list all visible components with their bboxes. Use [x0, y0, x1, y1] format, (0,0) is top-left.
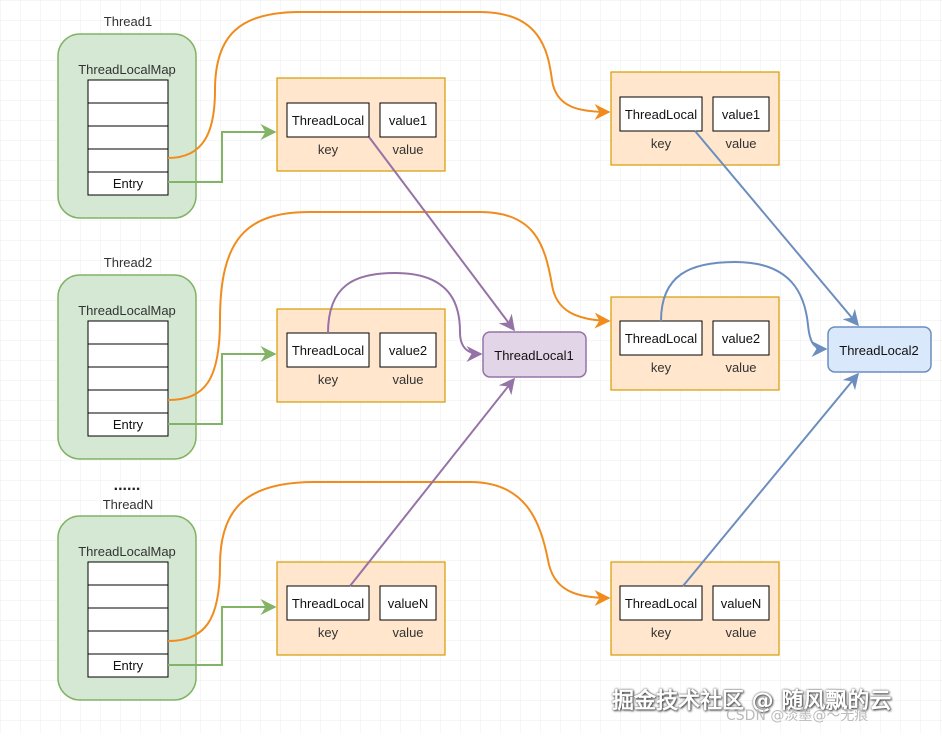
- map-slot: [87, 584, 169, 609]
- entry-slot[interactable]: [87, 171, 169, 196]
- value-cell: [712, 320, 770, 356]
- value-cell: [712, 96, 770, 132]
- threadlocal1-node[interactable]: ThreadLocal1: [482, 331, 587, 378]
- threadlocal2-node[interactable]: ThreadLocal2: [827, 326, 932, 373]
- value-cell-text: value1: [722, 107, 760, 122]
- key-cell: [286, 332, 370, 368]
- map-slot: [87, 125, 169, 150]
- value-label: value: [725, 360, 756, 375]
- thread-1[interactable]: Thread1 ThreadLocalMap Entry: [57, 14, 197, 219]
- key-cell: [619, 96, 703, 132]
- entry-box-left-2[interactable]: ThreadLocal value2 key value: [276, 308, 446, 403]
- map-slot: [87, 561, 169, 586]
- entry-to-left-2-arrow: [168, 346, 277, 425]
- entry-label: Entry: [113, 176, 144, 191]
- key-label: key: [651, 625, 672, 640]
- value-label: value: [725, 625, 756, 640]
- map-table: Entry: [87, 320, 169, 437]
- entry-box-right-n[interactable]: ThreadLocal valueN key value: [610, 561, 780, 656]
- threadlocalmap-label: ThreadLocalMap: [78, 303, 176, 318]
- value-cell: [712, 585, 770, 621]
- thread-2[interactable]: Thread2 ThreadLocalMap Entry: [57, 255, 197, 460]
- value-label: value: [392, 372, 423, 387]
- orange-arrows: [167, 11, 611, 642]
- thread-title: ThreadN: [103, 497, 154, 512]
- right-key-1-to-threadlocal2-arrow: [694, 130, 860, 327]
- value-cell-text: value1: [389, 113, 427, 128]
- map-to-right-2-arrow: [167, 211, 611, 401]
- watermark-juejin: 掘金技术社区 @ 随风飘的云: [612, 689, 892, 714]
- entry-box-right-2[interactable]: ThreadLocal value2 key value: [610, 296, 780, 391]
- entry-label: Entry: [113, 417, 144, 432]
- threadlocal2-box: [827, 326, 932, 373]
- key-cell-text: ThreadLocal: [625, 107, 697, 122]
- key-cell: [286, 585, 370, 621]
- value-cell-text: value2: [722, 331, 760, 346]
- right-key-2-to-threadlocal2-arrow: [660, 260, 828, 357]
- value-cell: [379, 102, 437, 138]
- key-cell-text: ThreadLocal: [292, 343, 364, 358]
- entry-box-left-1[interactable]: ThreadLocal value1 key value: [276, 77, 446, 172]
- value-cell-text: valueN: [388, 596, 428, 611]
- value-label: value: [392, 142, 423, 157]
- key-cell-text: ThreadLocal: [625, 596, 697, 611]
- map-slot: [87, 607, 169, 632]
- key-cell: [619, 585, 703, 621]
- key-label: key: [651, 360, 672, 375]
- map-slot: [87, 79, 169, 104]
- green-arrows: [168, 124, 277, 666]
- key-label: key: [318, 625, 339, 640]
- map-slot: [87, 366, 169, 391]
- threadlocal1-label: ThreadLocal1: [494, 348, 574, 363]
- left-key-1-to-threadlocal1-arrow: [368, 136, 515, 332]
- entry-label: Entry: [113, 658, 144, 673]
- left-key-2-to-threadlocal1-arrow: [327, 271, 483, 362]
- key-label: key: [318, 372, 339, 387]
- entry-box-left-n[interactable]: ThreadLocal valueN key value: [276, 561, 446, 656]
- threadlocalmap-label: ThreadLocalMap: [78, 544, 176, 559]
- right-key-n-to-threadlocal2-arrow: [682, 372, 860, 587]
- left-key-n-to-threadlocal1-arrow: [349, 377, 515, 587]
- map-to-right-1-arrow: [167, 11, 611, 159]
- map-slot: [87, 102, 169, 127]
- map-slot: [87, 630, 169, 655]
- purple-arrows: [327, 136, 515, 587]
- entry-box-right-1[interactable]: ThreadLocal value1 key value: [610, 71, 780, 166]
- entry-to-left-1-arrow: [168, 124, 277, 183]
- ellipsis-label: ......: [114, 477, 141, 494]
- value-cell: [379, 585, 437, 621]
- key-cell: [619, 320, 703, 356]
- map-table: Entry: [87, 561, 169, 678]
- map-to-right-n-arrow: [167, 481, 611, 642]
- map-slot: [87, 320, 169, 345]
- key-cell: [286, 102, 370, 138]
- entry-to-left-n-arrow: [168, 599, 277, 666]
- blue-arrows: [660, 130, 860, 587]
- key-cell-text: ThreadLocal: [625, 331, 697, 346]
- map-slot: [87, 389, 169, 414]
- watermark-csdn: CSDN @淡墨@～无痕: [726, 708, 869, 724]
- threadlocal1-box: [482, 331, 587, 378]
- threadlocal2-label: ThreadLocal2: [839, 343, 919, 358]
- key-label: key: [318, 142, 339, 157]
- key-cell-text: ThreadLocal: [292, 113, 364, 128]
- thread-title: Thread2: [104, 255, 152, 270]
- value-cell-text: value2: [389, 343, 427, 358]
- thread-n[interactable]: ThreadN ThreadLocalMap Entry: [57, 497, 197, 701]
- map-slot: [87, 343, 169, 368]
- key-cell-text: ThreadLocal: [292, 596, 364, 611]
- value-cell-text: valueN: [721, 596, 761, 611]
- key-label: key: [651, 136, 672, 151]
- thread-title: Thread1: [104, 14, 152, 29]
- value-cell: [379, 332, 437, 368]
- value-label: value: [725, 136, 756, 151]
- map-slot: [87, 148, 169, 173]
- map-table: Entry: [87, 79, 169, 196]
- threadlocalmap-label: ThreadLocalMap: [78, 62, 176, 77]
- value-label: value: [392, 625, 423, 640]
